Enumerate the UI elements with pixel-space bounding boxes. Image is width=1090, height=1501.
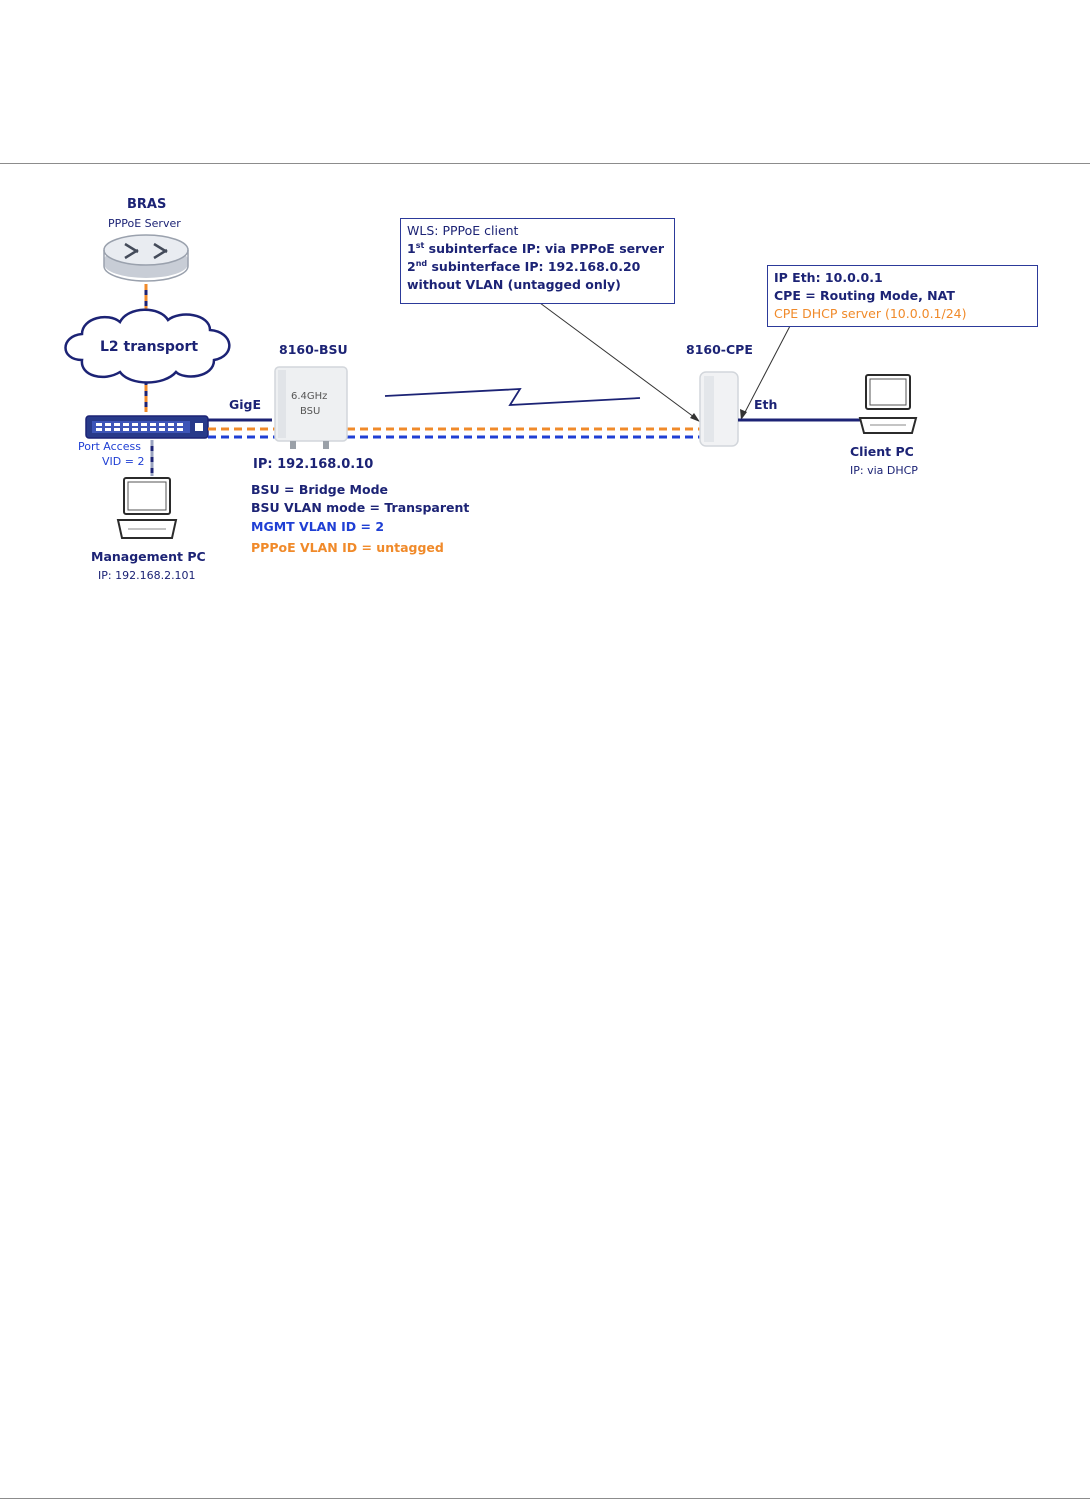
gige-label: GigE xyxy=(229,397,262,412)
cpe-line3: CPE DHCP server (10.0.0.1/24) xyxy=(774,306,967,321)
cpe-line1: IP Eth: 10.0.0.1 xyxy=(774,270,883,285)
bsu-title: 8160-BSU xyxy=(279,342,348,357)
switch-icon xyxy=(85,415,209,439)
bsu-ip: IP: 192.168.0.10 xyxy=(253,457,374,472)
eth-label: Eth xyxy=(754,397,778,412)
network-diagram xyxy=(64,234,918,539)
client-pc-title: Client PC xyxy=(850,444,914,459)
wls-pointer-line xyxy=(539,302,699,421)
cpe-pointer-line xyxy=(742,325,791,417)
cpe-line2: CPE = Routing Mode, NAT xyxy=(774,288,955,303)
mgmt-pc-title: Management PC xyxy=(91,549,206,564)
switch-label-vid: VID = 2 xyxy=(102,455,145,468)
bsu-face-freq: 6.4GHz xyxy=(291,391,328,402)
bsu-pppoe-vlan: PPPoE VLAN ID = untagged xyxy=(251,540,444,555)
bras-subtitle: PPPoE Server xyxy=(108,217,181,230)
router-icon xyxy=(103,234,189,282)
bsu-vlan-mode: BSU VLAN mode = Transparent xyxy=(251,500,470,515)
cpe-callout-box: IP Eth: 10.0.0.1 CPE = Routing Mode, NAT… xyxy=(767,265,1038,327)
footer-rule xyxy=(0,1498,1090,1499)
cloud-label: L2 transport xyxy=(100,339,199,355)
wls-line4: without VLAN (untagged only) xyxy=(407,277,621,292)
mgmt-pc-ip: IP: 192.168.2.101 xyxy=(98,569,196,582)
wls-line1: WLS: PPPoE client xyxy=(407,223,519,238)
bsu-face-label: BSU xyxy=(300,406,321,417)
cpe-title: 8160-CPE xyxy=(686,342,753,357)
bsu-mode: BSU = Bridge Mode xyxy=(251,482,389,497)
wls-callout-box: WLS: PPPoE client 1st subinterface IP: v… xyxy=(400,218,675,304)
bsu-mgmt-vlan: MGMT VLAN ID = 2 xyxy=(251,519,385,534)
header-rule xyxy=(0,163,1090,164)
cloud-icon xyxy=(64,308,231,384)
laptop-icon-client xyxy=(858,374,918,434)
wls-line3: 2nd subinterface IP: 192.168.0.20 xyxy=(407,258,641,274)
wls-line2: 1st subinterface IP: via PPPoE server xyxy=(407,240,665,256)
switch-label-port: Port Access xyxy=(78,440,141,453)
wireless-link-icon xyxy=(384,388,641,406)
bsu-radio-icon xyxy=(274,366,348,449)
cpe-radio-icon xyxy=(699,371,739,447)
bras-title: BRAS xyxy=(127,197,167,212)
client-pc-ip: IP: via DHCP xyxy=(850,464,918,477)
laptop-icon-management xyxy=(116,477,178,539)
